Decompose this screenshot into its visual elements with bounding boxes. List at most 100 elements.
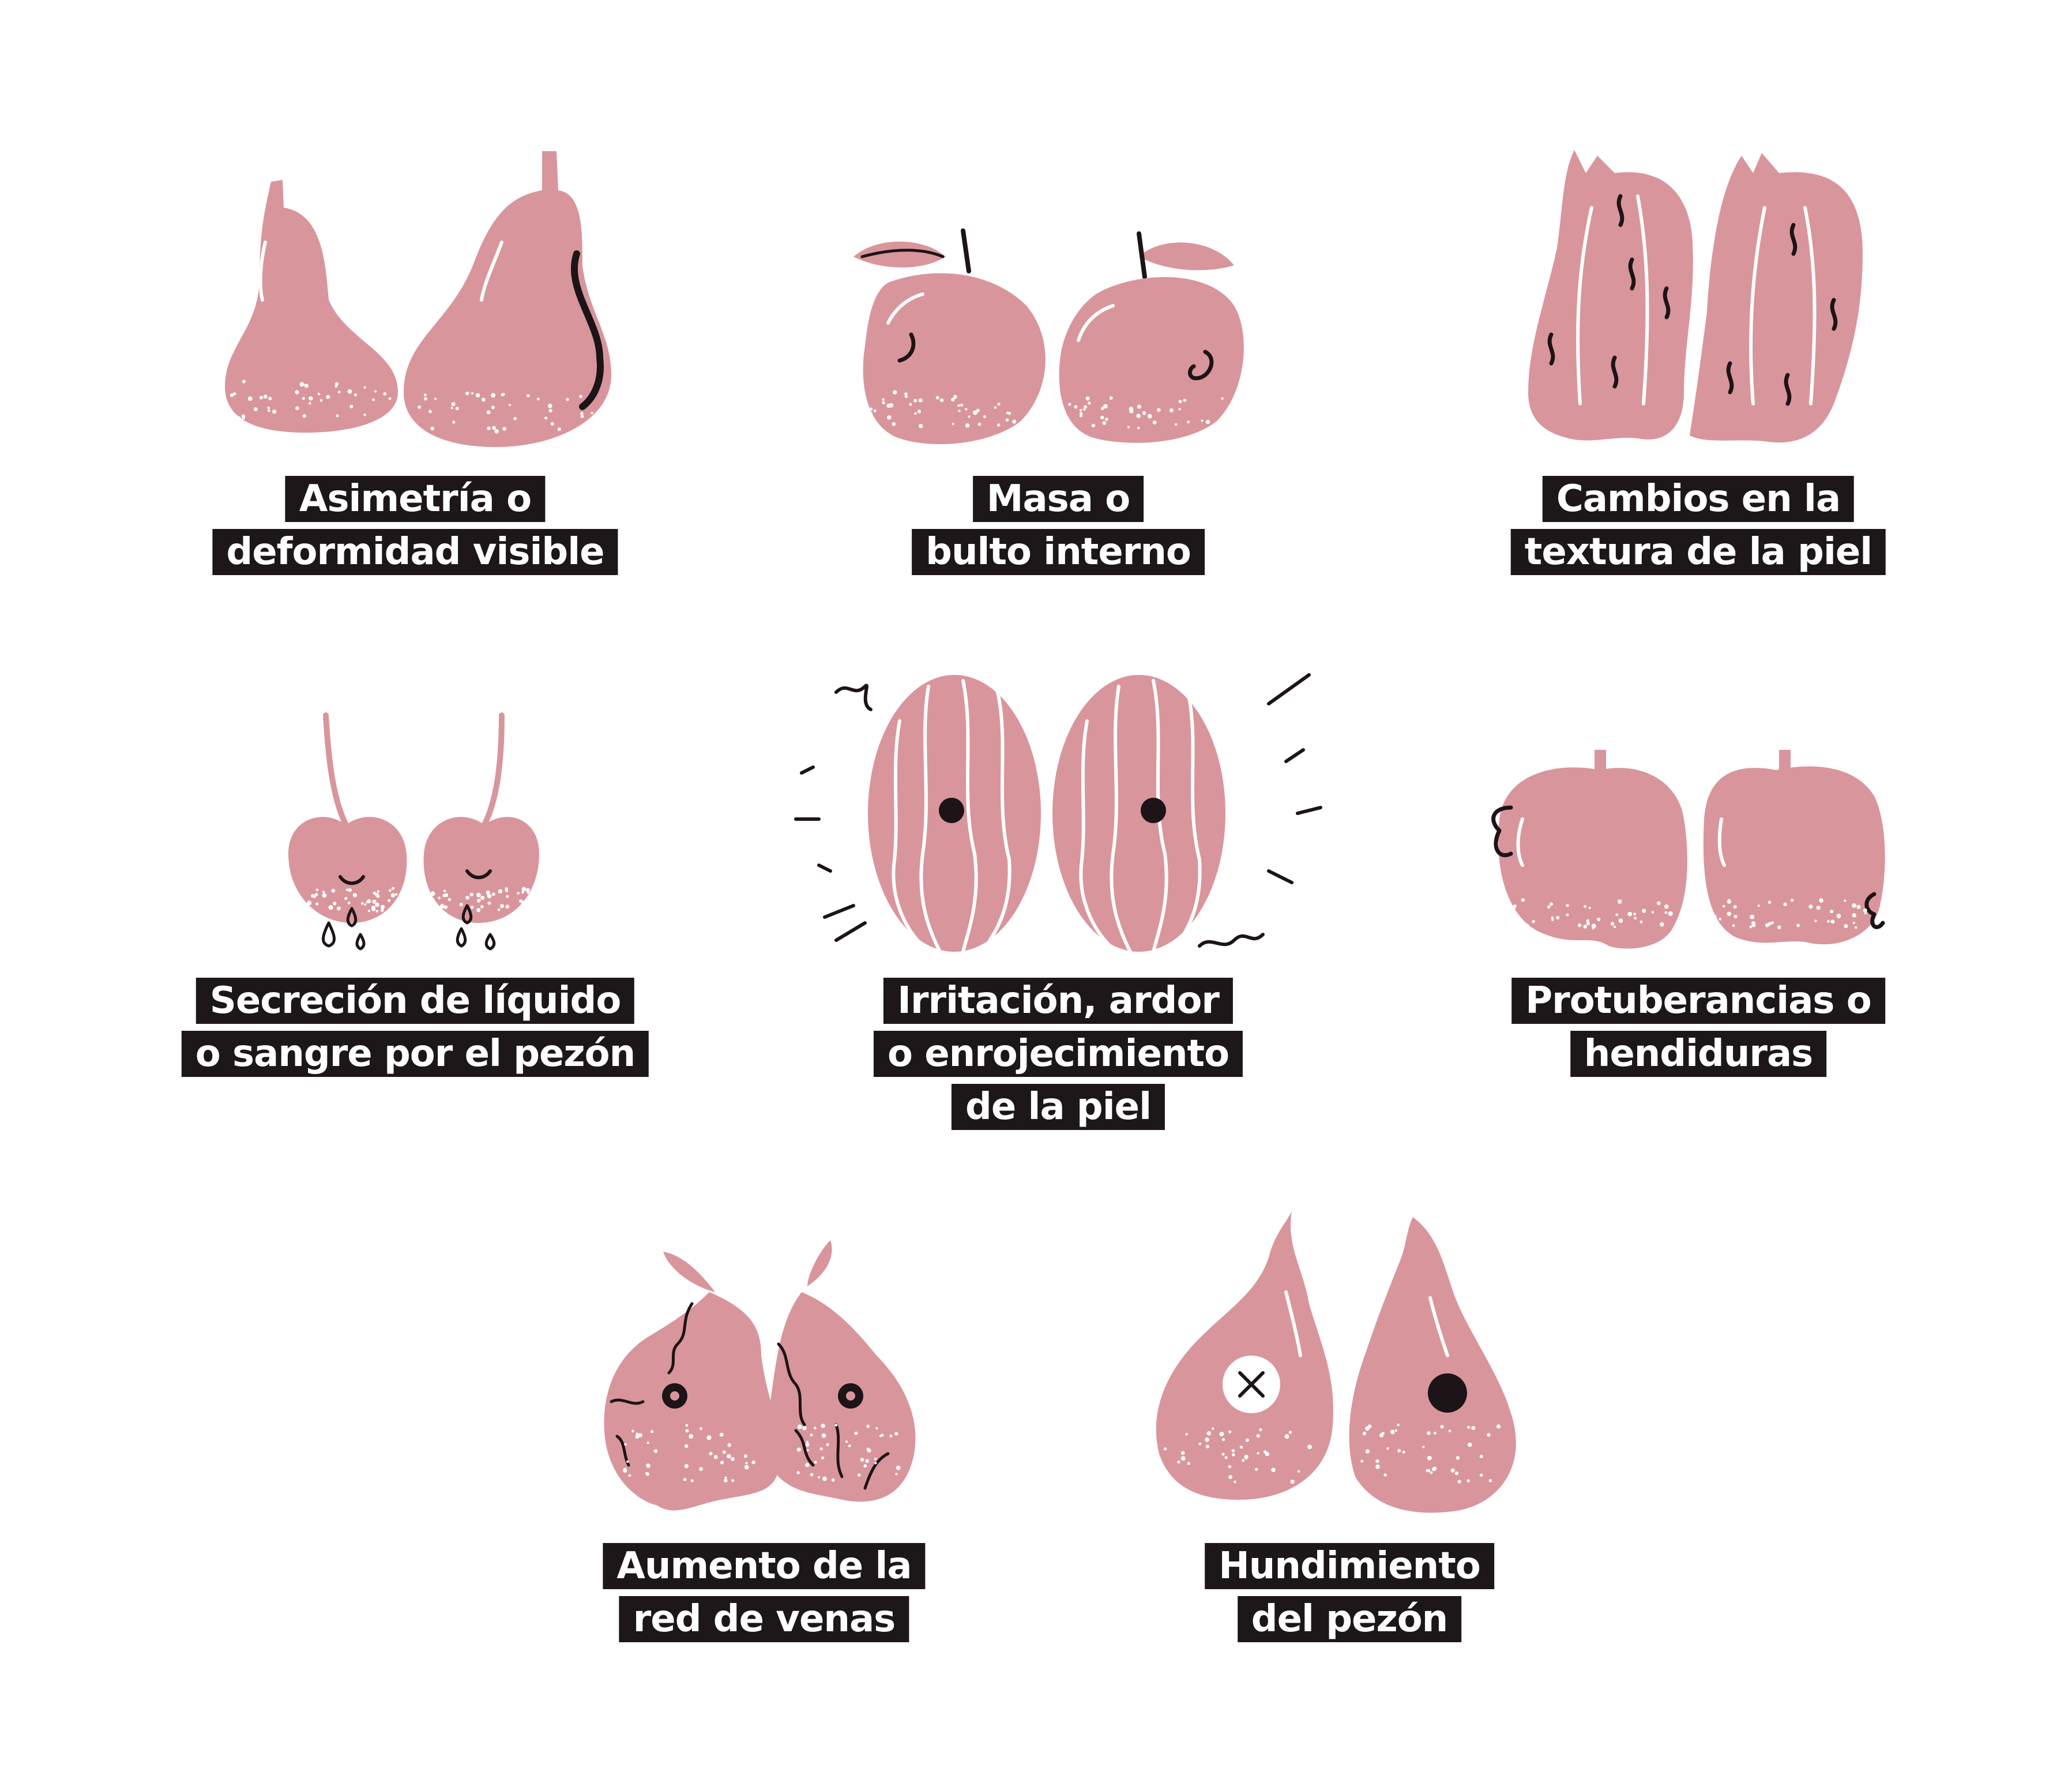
speckle (882, 401, 885, 405)
label-line: bulto interno (912, 529, 1205, 575)
speckle (889, 1434, 893, 1437)
speckle (722, 1450, 726, 1454)
speckle (302, 397, 305, 400)
speckle (322, 893, 327, 898)
speckle (1633, 913, 1637, 916)
speckle (377, 890, 380, 893)
speckle (874, 1458, 877, 1461)
speckle (548, 408, 552, 413)
speckle (1790, 898, 1794, 902)
speckle (1642, 908, 1646, 913)
label-line: deformidad visible (212, 529, 618, 575)
speckle (1180, 1456, 1186, 1461)
speckle (580, 415, 584, 418)
speckle (699, 1467, 704, 1471)
speckle (1639, 920, 1643, 923)
speckle (653, 1449, 658, 1453)
speckle (1727, 911, 1732, 917)
speckle (354, 393, 358, 397)
speckle (334, 385, 338, 388)
speckle (958, 410, 961, 412)
speckle (892, 422, 896, 426)
speckle (1219, 1432, 1224, 1437)
speckle (1379, 1433, 1384, 1437)
speckle (1856, 904, 1861, 909)
speckle (259, 396, 264, 400)
speckle (894, 1432, 898, 1436)
speckle (904, 395, 908, 398)
speckle (1221, 1437, 1225, 1441)
speckle (1584, 905, 1586, 908)
speckle (863, 1464, 867, 1468)
speckle (1103, 404, 1108, 409)
speckle (1852, 913, 1856, 918)
speckle (1750, 914, 1755, 919)
speckle (333, 902, 337, 906)
speckle (1383, 1473, 1387, 1477)
speckle (1864, 912, 1867, 915)
speckle (1722, 904, 1725, 908)
speckle (1083, 408, 1086, 411)
speckle (1152, 420, 1157, 425)
speckle (994, 406, 997, 409)
speckle (1137, 404, 1142, 409)
speckle (1205, 419, 1210, 425)
speckle (1178, 400, 1182, 404)
speckle (1147, 414, 1152, 419)
speckle (810, 1433, 813, 1437)
speckle (1127, 426, 1130, 429)
speckle (505, 904, 510, 909)
speckle (491, 892, 495, 896)
speckle (960, 403, 964, 407)
speckle (744, 1465, 749, 1470)
speckle (1467, 1425, 1471, 1429)
speckle (1651, 911, 1654, 914)
speckle (1175, 423, 1178, 426)
speckle (428, 410, 432, 414)
label-retraction: Hundimiento del pezón (1205, 1543, 1494, 1649)
speckle (391, 887, 395, 890)
speckle (501, 393, 504, 397)
speckle (1615, 913, 1619, 917)
speckle (1566, 913, 1569, 917)
speckle (1290, 1480, 1295, 1484)
speckle (566, 397, 569, 401)
speckle (1365, 1426, 1370, 1431)
speckle (385, 416, 389, 421)
speckle (1732, 924, 1735, 928)
speckle (1390, 1429, 1395, 1435)
speckle (1317, 1477, 1321, 1481)
speckle (1074, 405, 1078, 409)
speckle (1079, 408, 1082, 412)
speckle (242, 416, 245, 420)
speckle (1551, 918, 1554, 921)
speckle (1234, 1480, 1236, 1484)
speckle (360, 902, 364, 905)
speckle (638, 1433, 642, 1437)
speckle (418, 405, 422, 409)
speckle (455, 407, 459, 411)
speckle (875, 1427, 878, 1430)
speckle (1067, 423, 1071, 427)
speckle (465, 391, 469, 396)
speckle (1271, 1467, 1276, 1472)
speckle (1768, 922, 1772, 926)
speckle (1457, 1480, 1461, 1484)
speckle (1427, 1455, 1432, 1461)
speckle (1102, 421, 1107, 425)
speckle (491, 406, 495, 410)
label-line: Aumento de la (603, 1543, 926, 1589)
speckle (1091, 423, 1096, 427)
speckle (1836, 914, 1841, 918)
speckle (881, 1433, 884, 1437)
speckle (375, 892, 379, 897)
speckle (494, 429, 499, 434)
speckle (1224, 1456, 1228, 1459)
speckle (1221, 397, 1224, 400)
speckle (236, 416, 241, 421)
speckle (977, 422, 982, 426)
speckle (388, 899, 391, 902)
speckle (1855, 926, 1857, 929)
speckle (1749, 925, 1753, 929)
speckle (1783, 902, 1787, 906)
